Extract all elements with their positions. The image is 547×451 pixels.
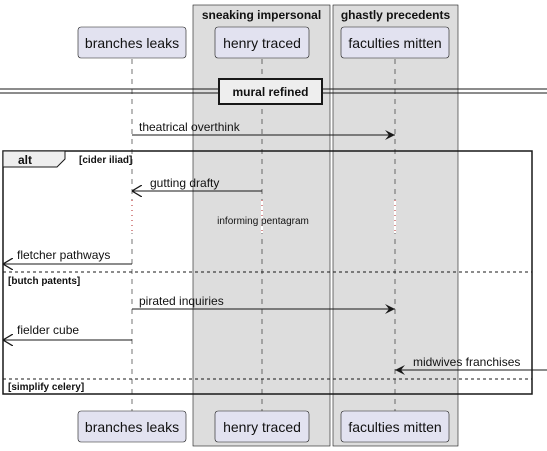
divider-mural-refined: mural refined [0, 78, 547, 105]
fragment-guard: [cider iliad] [79, 155, 132, 166]
message-label: theatrical overthink [139, 120, 241, 134]
fragment-guard: [butch patents] [8, 276, 80, 287]
message-fielder-cube: fielder cube [3, 323, 132, 340]
participant-faculties-mitten-top[interactable]: faculties mitten [340, 26, 450, 59]
participant-label: branches leaks [85, 35, 179, 51]
participant-branches-leaks-top[interactable]: branches leaks [77, 26, 187, 59]
message-pirated-inquiries: pirated inquiries [132, 294, 395, 314]
message-label: fletcher pathways [17, 248, 110, 262]
message-label: midwives franchises [413, 355, 520, 369]
message-label: gutting drafty [150, 176, 219, 190]
message-label: fielder cube [17, 323, 79, 337]
message-fletcher-pathways: fletcher pathways [3, 248, 132, 264]
participant-henry-traced-top[interactable]: henry traced [214, 26, 310, 59]
message-gutting-drafty: gutting drafty [132, 176, 262, 191]
divider-label: mural refined [232, 85, 308, 99]
fragment-operator: alt [18, 153, 32, 167]
message-informing-pentagram: informing pentagram [131, 200, 396, 233]
participant-label: faculties mitten [348, 419, 441, 435]
participant-label: branches leaks [85, 419, 179, 435]
participant-label: henry traced [223, 419, 301, 435]
group-box-label: sneaking impersonal [202, 8, 321, 22]
participant-label: henry traced [223, 35, 301, 51]
participant-branches-leaks-bottom[interactable]: branches leaks [77, 410, 187, 443]
fragment-separator: [simplify celery] [3, 378, 532, 393]
message-label: informing pentagram [217, 216, 309, 227]
fragment-separator: [butch patents] [3, 271, 532, 287]
message-midwives-franchises: midwives franchises [395, 355, 547, 375]
message-label: pirated inquiries [139, 294, 224, 308]
group-box-label: ghastly precedents [341, 8, 451, 22]
participant-label: faculties mitten [348, 35, 441, 51]
participant-henry-traced-bottom[interactable]: henry traced [214, 410, 310, 443]
message-theatrical-overthink: theatrical overthink [132, 120, 395, 140]
fragment-guard: [simplify celery] [8, 382, 84, 393]
participant-faculties-mitten-bottom[interactable]: faculties mitten [340, 410, 450, 443]
